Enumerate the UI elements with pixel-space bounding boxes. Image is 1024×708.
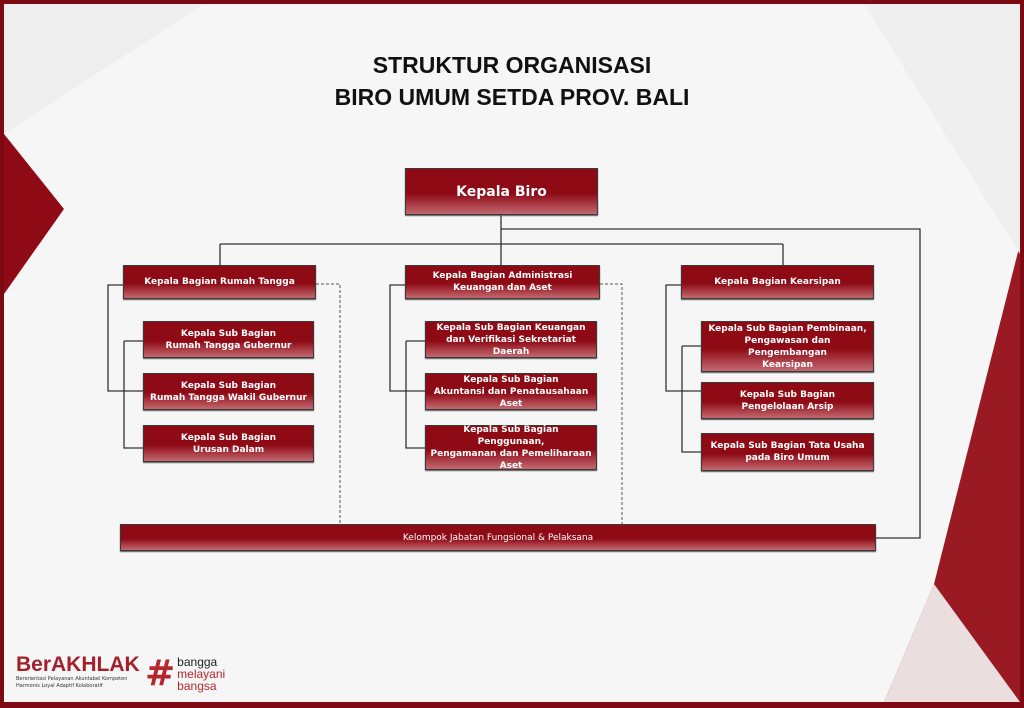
- jabatan-fungsional-box: Kelompok Jabatan Fungsional & Pelaksana: [120, 524, 876, 551]
- bagian-rumah-tangga-box: Kepala Bagian Rumah Tangga: [123, 265, 316, 299]
- berakhlak-tagline-2: Harmonis Loyal Adaptif Kolaboratif: [16, 683, 103, 689]
- subbagian-box: Kepala Sub Bagian Keuangan dan Verifikas…: [425, 321, 597, 358]
- berakhlak-logo: BerAKHLAK Berorientasi Pelayanan Akuntab…: [16, 654, 140, 690]
- bagian-kearsipan-box: Kepala Bagian Kearsipan: [681, 265, 874, 299]
- subbagian-box: Kepala Sub Bagian Pengelolaan Arsip: [701, 382, 874, 419]
- berakhlak-text: BerAKHLAK: [16, 653, 140, 676]
- bangga-melayani-logo: # bangga melayani bangsa: [145, 653, 226, 694]
- subbagian-box: Kepala Sub Bagian Urusan Dalam: [143, 425, 314, 462]
- hashtag-bangsa: bangsa: [177, 679, 217, 693]
- subbagian-box: Kepala Sub Bagian Rumah Tangga Gubernur: [143, 321, 314, 358]
- subbagian-box: Kepala Sub Bagian Akuntansi dan Penataus…: [425, 373, 597, 410]
- title-line-2: BIRO UMUM SETDA PROV. BALI: [334, 84, 690, 110]
- subbagian-box: Kepala Sub Bagian Rumah Tangga Wakil Gub…: [143, 373, 314, 410]
- hashtag-bangga: bangga: [177, 655, 218, 669]
- subbagian-box: Kepala Sub Bagian Tata Usaha pada Biro U…: [701, 433, 874, 471]
- bagian-administrasi-box: Kepala Bagian Administrasi Keuangan dan …: [405, 265, 600, 299]
- hashtag-melayani: melayani: [177, 667, 226, 681]
- title-line-1: STRUKTUR ORGANISASI: [372, 52, 652, 78]
- corner-decoration: [4, 4, 1020, 702]
- berakhlak-tagline-1: Berorientasi Pelayanan Akuntabel Kompete…: [16, 676, 128, 682]
- subbagian-box: Kepala Sub Bagian Pembinaan, Pengawasan …: [701, 321, 874, 372]
- subbagian-box: Kepala Sub Bagian Penggunaan, Pengamanan…: [425, 425, 597, 471]
- kepala-biro-box: Kepala Biro: [405, 168, 598, 215]
- hashtag-icon: #: [145, 653, 176, 694]
